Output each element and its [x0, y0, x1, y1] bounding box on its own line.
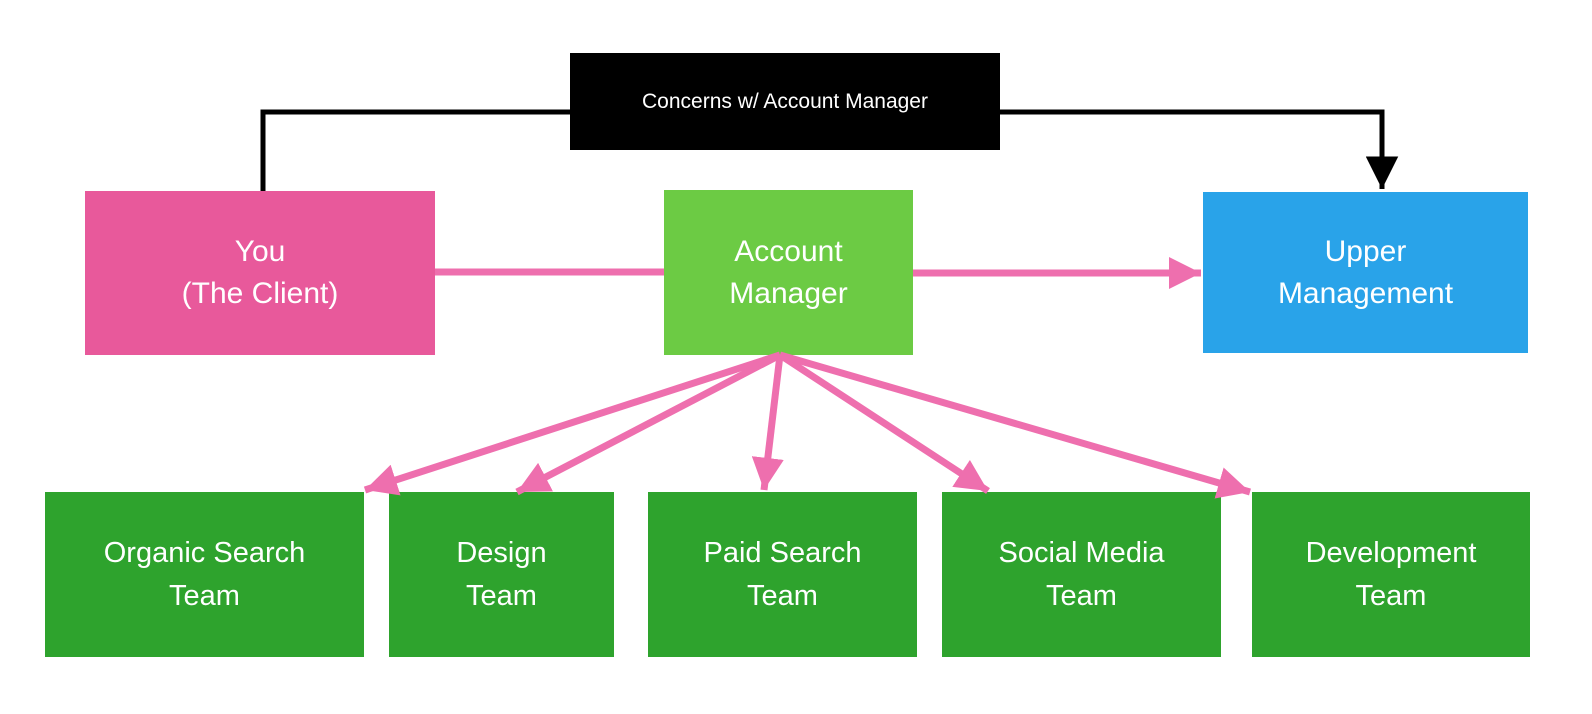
connector-client-to-concerns — [260, 109, 570, 191]
social-media-team-label: Social Media Team — [998, 537, 1165, 612]
connector-account-manager-to-design-team — [515, 351, 782, 496]
paid-search-team-label: Paid Search Team — [703, 537, 862, 612]
concerns-banner-label: Concerns w/ Account Manager — [642, 89, 928, 113]
connector-account-manager-to-paid-search-team — [751, 354, 784, 491]
upper-management-label: Upper Management — [1277, 234, 1454, 310]
client-label: You (The Client) — [181, 235, 339, 310]
node-development-team: Development Team — [1252, 492, 1530, 657]
node-account-manager: Account Manager — [664, 190, 913, 355]
connector-concerns-to-upper-management — [1000, 109, 1399, 189]
node-organic-search-team: Organic Search Team — [45, 492, 364, 657]
connector-account-manager-to-organic-search-team — [363, 351, 782, 496]
node-social-media-team: Social Media Team — [942, 492, 1221, 657]
node-concerns-banner: Concerns w/ Account Manager — [570, 53, 1000, 150]
node-paid-search-team: Paid Search Team — [648, 492, 917, 657]
development-team-label: Development Team — [1305, 537, 1477, 612]
node-upper-management: Upper Management — [1203, 192, 1528, 353]
account-manager-label: Account Manager — [729, 234, 848, 310]
organic-search-team-label: Organic Search Team — [103, 537, 306, 612]
connector-account-manager-to-development-team — [779, 351, 1251, 499]
design-team-label: Design Team — [456, 537, 547, 612]
node-client: You (The Client) — [85, 191, 435, 355]
node-design-team: Design Team — [389, 492, 614, 657]
connector-account-manager-to-social-media-team — [778, 352, 990, 494]
